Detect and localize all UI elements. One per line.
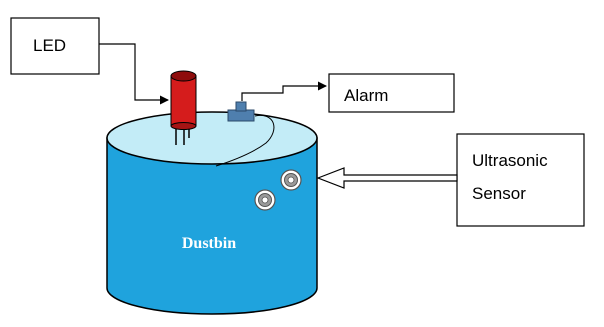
sensor-arrow <box>316 167 458 189</box>
buzzer-icon <box>215 101 275 167</box>
alarm-label-box <box>328 73 455 113</box>
sensor-label-line1: Ultrasonic <box>472 151 548 170</box>
alarm-arrow <box>241 81 327 101</box>
dustbin-top <box>106 111 318 165</box>
dustbin-body <box>106 137 318 315</box>
led-label: LED <box>33 36 66 55</box>
led-icon <box>170 70 197 145</box>
led-arrow <box>99 43 169 105</box>
alarm-label: Alarm <box>344 86 388 105</box>
dustbin-label: Dustbin <box>182 235 236 252</box>
sensor-label-box <box>456 133 585 227</box>
led-label-box <box>10 17 100 75</box>
dustbin: Dustbin <box>106 111 318 315</box>
ultrasonic-sensor-icon <box>254 169 302 211</box>
sensor-label-line2: Sensor <box>472 184 526 203</box>
